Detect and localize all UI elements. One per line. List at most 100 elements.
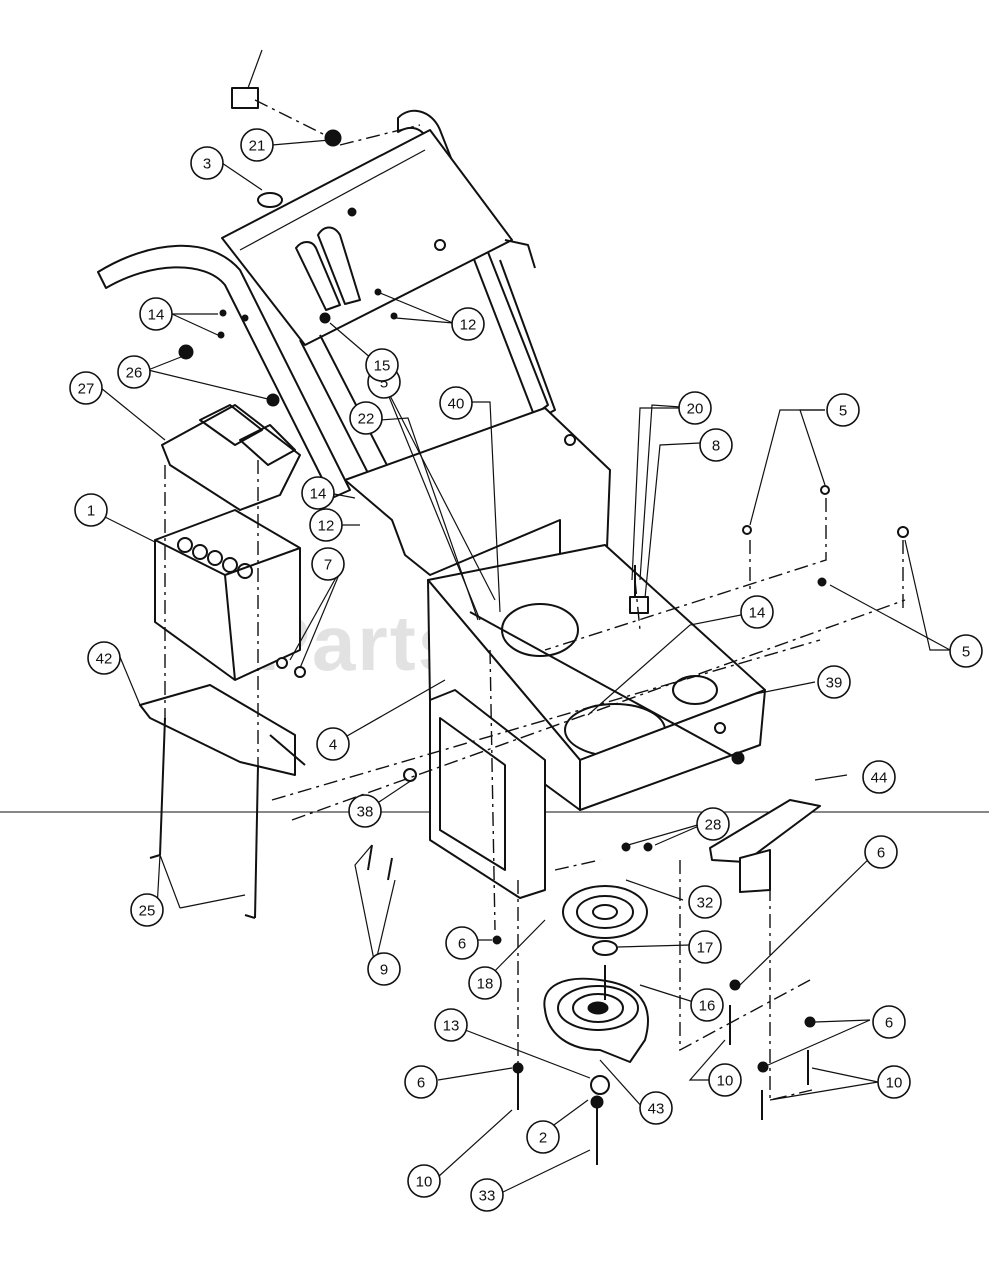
callout-circle: [826, 393, 860, 427]
callout-label: 14: [148, 307, 165, 324]
callout-label: 16: [699, 998, 716, 1015]
callout-circle: [451, 307, 485, 341]
callout-circle: [526, 1120, 560, 1154]
callout-label: 8: [712, 438, 720, 455]
callout-circle: [678, 391, 712, 425]
callout-circle: [74, 493, 108, 527]
callout-32: 32: [688, 885, 722, 919]
callout-25: 25: [130, 893, 164, 927]
callout-14: 14: [740, 595, 774, 629]
callout-circle: [699, 428, 733, 462]
callout-circle: [240, 128, 274, 162]
frame-chassis: [344, 407, 766, 899]
callout-label: 3: [203, 156, 211, 173]
callout-label: 13: [443, 1018, 460, 1035]
callout-3: 3: [190, 146, 224, 180]
callout-17: 17: [688, 930, 722, 964]
callout-28: 28: [696, 807, 730, 841]
callout-circle: [740, 595, 774, 629]
callout-label: 6: [885, 1015, 893, 1032]
callout-label: 2: [539, 1130, 547, 1147]
callout-label: 17: [697, 940, 714, 957]
callout-circle: [349, 401, 383, 435]
callout-22: 22: [349, 401, 383, 435]
callout-16: 16: [690, 988, 724, 1022]
callout-5: 5: [949, 634, 983, 668]
callout-circle: [190, 146, 224, 180]
callout-6: 6: [864, 835, 898, 869]
callout-label: 6: [417, 1075, 425, 1092]
callout-circle: [139, 297, 173, 331]
callout-circle: [470, 1178, 504, 1212]
callout-circle: [439, 386, 473, 420]
callout-circle: [639, 1091, 673, 1125]
hold-down-rods: [149, 717, 259, 919]
callout-42: 42: [87, 641, 121, 675]
callout-label: 39: [826, 675, 843, 692]
leader-lines: [90, 49, 951, 1194]
callout-label: 4: [329, 737, 337, 754]
callout-43: 43: [639, 1091, 673, 1125]
callout-12: 12: [309, 508, 343, 542]
callout-26: 26: [117, 355, 151, 389]
callout-label: 40: [448, 396, 465, 413]
callout-label: 27: [78, 381, 95, 398]
callout-circle: [690, 988, 724, 1022]
callout-33: 33: [470, 1178, 504, 1212]
callout-circle: [69, 371, 103, 405]
callout-38: 38: [348, 794, 382, 828]
callout-circle: [817, 665, 851, 699]
callout-label: 18: [477, 976, 494, 993]
callout-44: 44: [862, 760, 896, 794]
callout-circle: [688, 930, 722, 964]
callout-circle: [87, 641, 121, 675]
callout-circle: [301, 476, 335, 510]
callout-10: 10: [877, 1065, 911, 1099]
callout-4: 4: [316, 727, 350, 761]
callout-label: 38: [357, 804, 374, 821]
callout-9: 9: [367, 952, 401, 986]
callout-circle: [404, 1065, 438, 1099]
callout-12: 12: [451, 307, 485, 341]
callout-label: 42: [96, 651, 113, 668]
clutch-43: [543, 965, 649, 1063]
callout-18: 18: [468, 966, 502, 1000]
center-lines: [164, 99, 906, 1101]
hardware-items: [178, 87, 909, 1165]
callout-6: 6: [872, 1005, 906, 1039]
callout-8: 8: [699, 428, 733, 462]
callout-circle: [348, 794, 382, 828]
callout-label: 25: [139, 903, 156, 920]
callout-21: 21: [240, 128, 274, 162]
callout-label: 43: [648, 1101, 665, 1118]
callout-circle: [877, 1065, 911, 1099]
callout-circle: [130, 893, 164, 927]
callout-label: 7: [324, 557, 332, 574]
pulley-18: [562, 885, 648, 939]
callout-label: 6: [877, 845, 885, 862]
callout-label: 9: [380, 962, 388, 979]
callout-circle: [949, 634, 983, 668]
callout-5: 5: [826, 393, 860, 427]
callout-40: 40: [439, 386, 473, 420]
callout-39: 39: [817, 665, 851, 699]
callout-circle: [688, 885, 722, 919]
callout-label: 5: [839, 403, 847, 420]
callout-circle: [708, 1063, 742, 1097]
callout-15: 15: [365, 348, 399, 382]
callout-label: 5: [962, 644, 970, 661]
callout-label: 22: [358, 411, 375, 428]
callout-10: 10: [708, 1063, 742, 1097]
callout-circle: [309, 508, 343, 542]
bracket-44: [709, 799, 821, 893]
callout-7: 7: [311, 547, 345, 581]
callout-label: 15: [374, 358, 391, 375]
callout-label: 44: [871, 770, 888, 787]
callout-label: 12: [318, 518, 335, 535]
callout-circle: [872, 1005, 906, 1039]
callout-label: 33: [479, 1188, 496, 1205]
callout-label: 10: [717, 1073, 734, 1090]
callout-label: 32: [697, 895, 714, 912]
callout-circle: [434, 1008, 468, 1042]
